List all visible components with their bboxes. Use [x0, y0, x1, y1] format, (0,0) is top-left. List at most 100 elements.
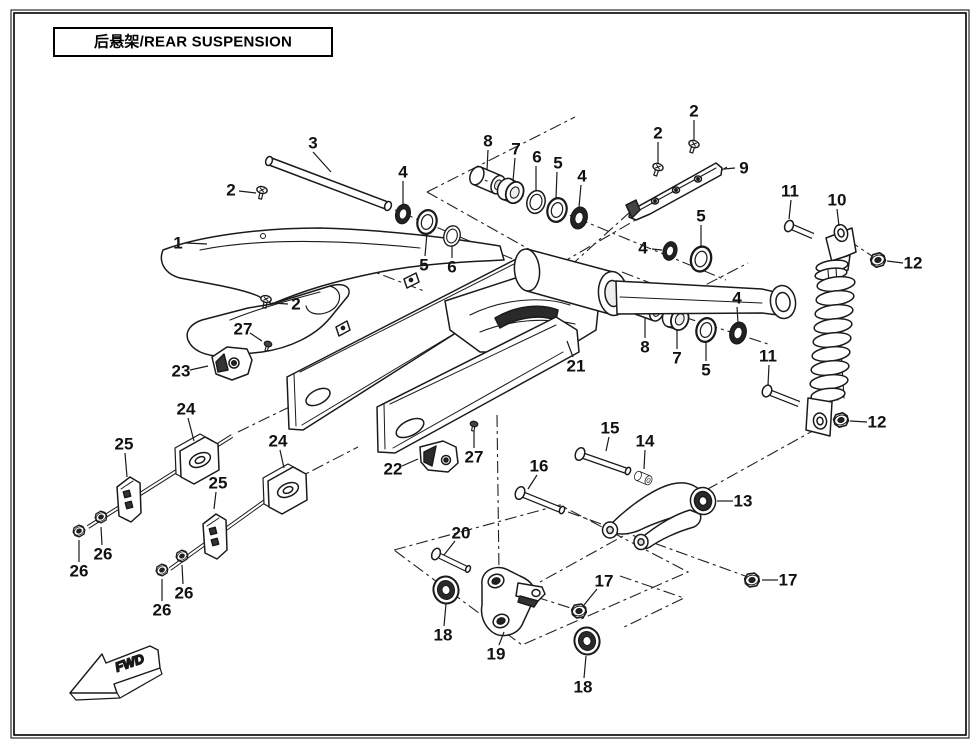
callout-4: 4 — [398, 163, 408, 182]
leader-line-12 — [886, 260, 904, 264]
callout-12: 12 — [868, 413, 887, 432]
callout-5: 5 — [419, 256, 428, 275]
leader-line-11 — [788, 199, 792, 220]
leader-line-24 — [279, 449, 285, 469]
leader-line-17 — [583, 588, 598, 606]
callout-25: 25 — [209, 474, 228, 493]
callout-27: 27 — [465, 448, 484, 467]
leader-line-2 — [238, 190, 257, 194]
callout-15: 15 — [601, 419, 620, 438]
page-title: 后悬架/REAR SUSPENSION — [94, 33, 292, 51]
page-border-inner — [13, 12, 967, 736]
leader-line-19 — [498, 631, 505, 646]
leader-line-15 — [605, 436, 610, 452]
leader-line-4 — [651, 248, 663, 251]
callout-26: 26 — [153, 601, 172, 620]
leader-line-12 — [849, 420, 868, 423]
callout-5: 5 — [553, 154, 562, 173]
callout-2: 2 — [291, 295, 300, 314]
callout-21: 21 — [567, 357, 586, 376]
leader-line-1 — [185, 242, 208, 245]
linkage-bolts — [514, 446, 654, 515]
swingarm-part21 — [286, 248, 797, 454]
leader-line-27 — [249, 332, 263, 342]
callout-11: 11 — [759, 347, 777, 366]
callout-13: 13 — [734, 492, 753, 511]
leader-line-8 — [486, 149, 489, 171]
leader-line-23 — [189, 365, 209, 371]
chain-guard-part9 — [625, 162, 723, 221]
leader-line-26 — [100, 526, 103, 546]
linkage-arms-part13 — [601, 482, 717, 551]
callout-5: 5 — [696, 207, 705, 226]
shock-absorber-part10 — [805, 223, 857, 437]
leader-line-4 — [736, 306, 739, 324]
page-border-outer — [10, 9, 970, 739]
pivot-hardware-row-guardside — [660, 239, 716, 275]
leader-line-4 — [578, 184, 582, 208]
leader-line-14 — [643, 449, 646, 470]
callout-1: 1 — [173, 234, 182, 253]
callout-18: 18 — [434, 626, 453, 645]
leader-line-18 — [443, 603, 447, 627]
callout-25: 25 — [115, 435, 134, 454]
callout-12: 12 — [904, 254, 923, 273]
callout-4: 4 — [732, 289, 742, 308]
callout-20: 20 — [452, 524, 471, 543]
callout-7: 7 — [511, 140, 520, 159]
leader-line-18 — [583, 655, 587, 679]
callout-17: 17 — [779, 571, 798, 590]
pivot-hardware-row-upper — [466, 163, 591, 232]
callout-9: 9 — [739, 159, 748, 178]
callout-26: 26 — [175, 584, 194, 603]
leader-line-21 — [566, 340, 574, 358]
leader-line-16 — [527, 474, 538, 490]
callout-14: 14 — [636, 432, 655, 451]
callout-10: 10 — [828, 191, 847, 210]
chain-slider-part1 — [160, 227, 505, 357]
linkage-knuckle-part19 — [480, 566, 546, 637]
callout-8: 8 — [483, 132, 492, 151]
callout-24: 24 — [177, 400, 196, 419]
leader-line-25 — [124, 452, 128, 478]
leader-line-25 — [213, 491, 217, 510]
leader-line-5 — [424, 232, 428, 257]
leader-line-22 — [401, 458, 419, 467]
callout-5: 5 — [701, 361, 710, 380]
leader-line-2 — [271, 302, 289, 305]
shock-bolts-part11 — [761, 219, 815, 408]
title-block: 后悬架/REAR SUSPENSION — [53, 27, 333, 57]
callout-27: 27 — [234, 320, 253, 339]
callout-18: 18 — [574, 678, 593, 697]
leader-line-10 — [836, 208, 840, 227]
callout-2: 2 — [689, 102, 698, 121]
callout-19: 19 — [487, 645, 506, 664]
leader-line-26 — [181, 564, 184, 585]
axle-adjuster-assembly — [70, 433, 308, 578]
fwd-arrow: FWD — [69, 645, 163, 701]
callout-26: 26 — [94, 545, 113, 564]
leader-line-20 — [443, 540, 456, 556]
callout-11: 11 — [781, 182, 799, 201]
callout-4: 4 — [638, 239, 648, 258]
pivot-rod-part3 — [264, 155, 393, 212]
callout-24: 24 — [269, 432, 288, 451]
leader-line-11 — [767, 364, 770, 386]
callout-6: 6 — [447, 258, 456, 277]
linkage-bolt-part20 — [430, 547, 472, 574]
callout-6: 6 — [532, 148, 541, 167]
callout-4: 4 — [577, 167, 587, 186]
leader-line-5 — [555, 171, 558, 199]
callout-26: 26 — [70, 562, 89, 581]
callout-16: 16 — [530, 457, 549, 476]
leader-line-7 — [512, 157, 516, 182]
bracket-part22 — [419, 440, 459, 473]
callout-8: 8 — [640, 338, 649, 357]
leader-line-24 — [187, 417, 195, 442]
callout-22: 22 — [384, 460, 403, 479]
callout-23: 23 — [172, 362, 191, 381]
callout-2: 2 — [653, 124, 662, 143]
